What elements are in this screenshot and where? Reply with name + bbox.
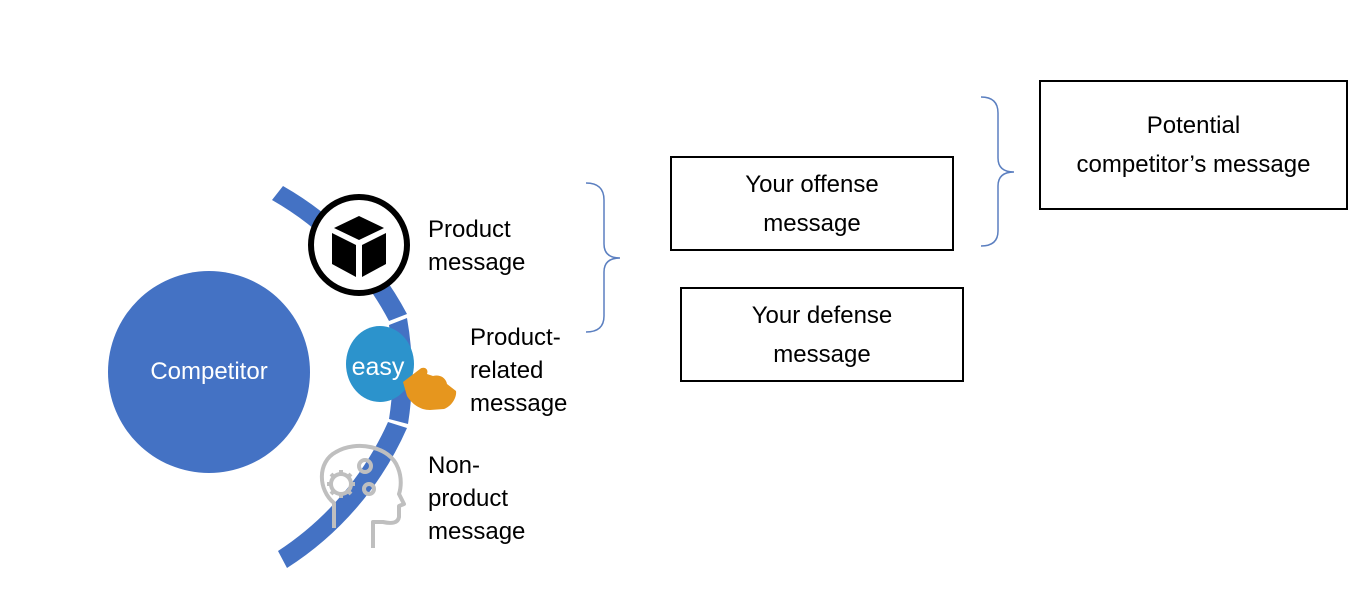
defense-message-box: Your defense message <box>680 287 964 382</box>
potential-competitor-message-text: Potential competitor’s message <box>1077 106 1311 184</box>
offense-message-text: Your offense message <box>745 165 878 243</box>
product-message-line-2: message <box>428 249 526 276</box>
competitor-circle <box>108 271 310 473</box>
product-related-message-label: Product- related message <box>470 321 567 420</box>
offense-line-2: message <box>763 209 861 237</box>
product-message-line-1: Product <box>428 216 511 243</box>
offense-message-box: Your offense message <box>670 156 954 251</box>
product-related-line-1: Product- <box>470 324 561 351</box>
non-product-line-3: message <box>428 518 526 545</box>
product-box-icon <box>308 194 410 296</box>
bracket-offense-message <box>980 96 1015 247</box>
easy-touch-icon: easy <box>346 326 457 410</box>
head-gears-icon <box>319 444 406 548</box>
non-product-line-1: Non- <box>428 452 481 479</box>
hand-pointer-icon <box>403 367 457 410</box>
defense-line-1: Your defense <box>751 301 893 329</box>
competitor-label: Competitor <box>150 358 268 385</box>
bracket-product-messages <box>585 182 621 333</box>
defense-message-text: Your defense message <box>752 296 893 374</box>
potential-line-2: competitor’s message <box>1076 151 1311 178</box>
potential-line-1: Potential <box>1146 112 1241 139</box>
product-related-line-3: message <box>470 390 568 417</box>
non-product-message-label: Non- product message <box>428 449 525 548</box>
product-message-label: Product message <box>428 213 525 279</box>
easy-icon-text: easy <box>352 353 405 381</box>
potential-competitor-message-box: Potential competitor’s message <box>1039 80 1348 210</box>
defense-line-2: message <box>773 340 871 368</box>
product-related-line-2: related <box>470 357 544 384</box>
non-product-line-2: product <box>428 485 509 512</box>
offense-line-1: Your offense <box>745 170 879 198</box>
